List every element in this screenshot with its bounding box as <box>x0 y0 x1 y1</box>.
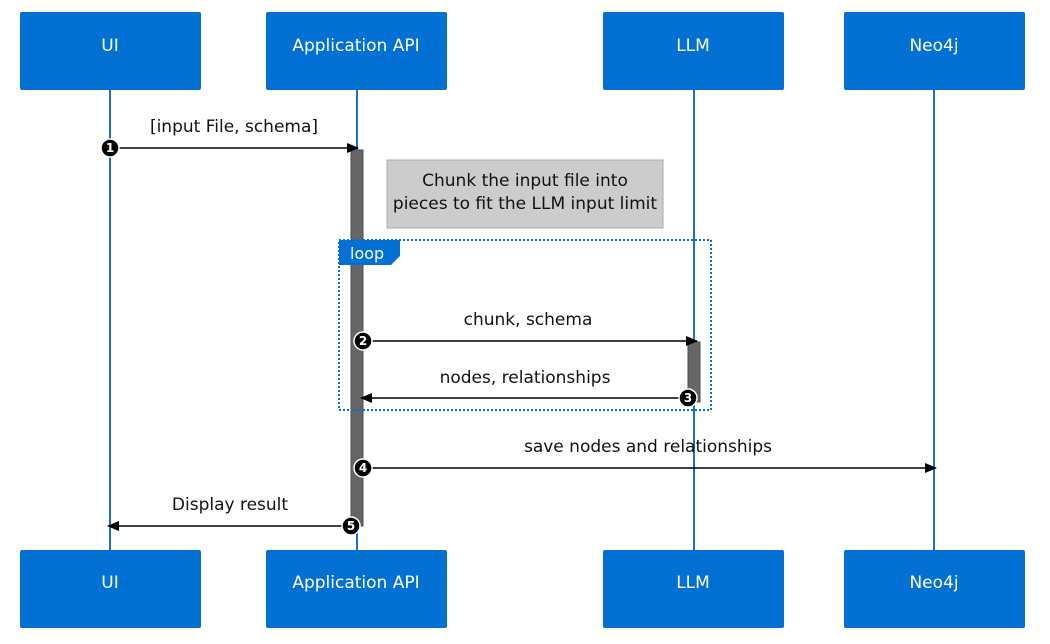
actor-neo4j-bottom: Neo4j <box>844 550 1025 628</box>
message-label: chunk, schema <box>464 310 593 330</box>
actor-llm-top: LLM <box>603 12 784 90</box>
sequence-number-text: 3 <box>684 391 692 405</box>
note-line-1: Chunk the input file into <box>422 171 628 191</box>
sequence-number-text: 1 <box>106 141 114 155</box>
actor-label: Neo4j <box>909 36 958 56</box>
message-label: nodes, relationships <box>440 368 611 388</box>
actor-label: UI <box>101 573 118 593</box>
actor-llm-bottom: LLM <box>603 550 784 628</box>
actor-label: UI <box>101 36 118 56</box>
actor-api-bottom: Application API <box>266 550 447 628</box>
message-1: [input File, schema] 1 <box>100 117 359 158</box>
message-4: save nodes and relationships 4 <box>353 437 937 478</box>
sequence-number <box>353 458 373 478</box>
note-line-2: pieces to fit the LLM input limit <box>393 194 657 214</box>
loop-frame: loop <box>338 239 712 411</box>
actor-ui-bottom: UI <box>20 550 201 628</box>
actor-label: LLM <box>676 36 710 56</box>
actor-label: Application API <box>292 36 419 56</box>
message-3: nodes, relationships 3 <box>360 368 698 408</box>
sequence-number <box>353 331 373 351</box>
actor-ui-top: UI <box>20 12 201 90</box>
actor-neo4j-top: Neo4j <box>844 12 1025 90</box>
loop-tab <box>339 240 400 265</box>
message-label: Display result <box>172 495 288 515</box>
actor-label: Neo4j <box>909 573 958 593</box>
loop-label: loop <box>350 244 384 263</box>
message-label: [input File, schema] <box>150 117 318 137</box>
message-label: save nodes and relationships <box>524 437 772 457</box>
message-5: Display result 5 <box>107 495 361 536</box>
message-2: chunk, schema 2 <box>353 310 698 351</box>
actor-label: LLM <box>676 573 710 593</box>
sequence-number-text: 5 <box>347 519 355 533</box>
sequence-number <box>341 516 361 536</box>
sequence-number <box>100 138 120 158</box>
sequence-number <box>678 388 698 408</box>
note: Chunk the input file into pieces to fit … <box>386 159 664 229</box>
sequence-number-text: 4 <box>359 461 367 475</box>
actor-api-top: Application API <box>266 12 447 90</box>
actor-label: Application API <box>292 573 419 593</box>
sequence-number-text: 2 <box>359 334 367 348</box>
